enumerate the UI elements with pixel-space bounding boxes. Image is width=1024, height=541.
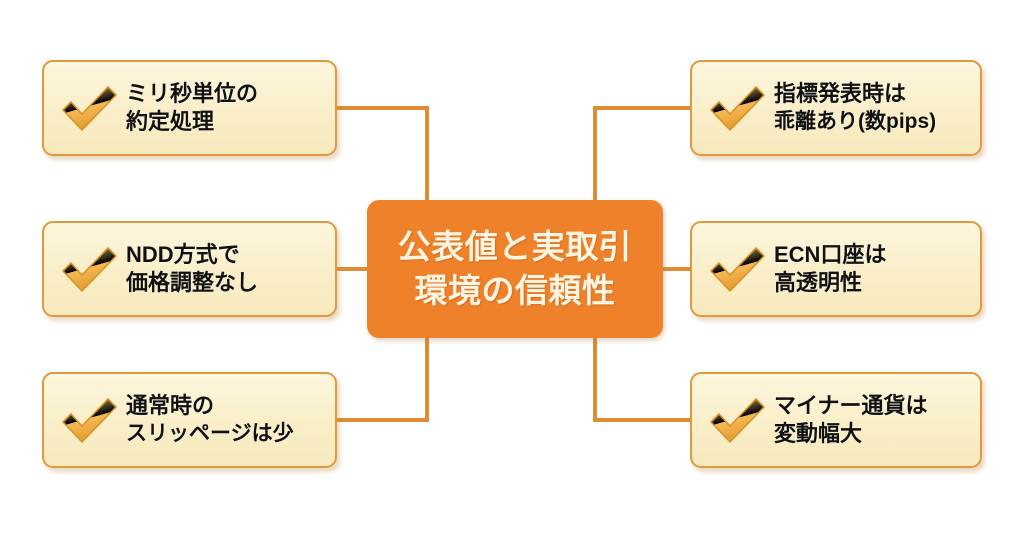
connector-bottom-right [593, 336, 690, 422]
branch-line-1: 通常時の [126, 393, 215, 419]
branch-line-2: 約定処理 [126, 109, 215, 134]
connector-top-left [337, 106, 429, 202]
center-node-line-2: 環境の信頼性 [414, 272, 616, 309]
connector-top-right [593, 106, 690, 202]
branch-normal-slippage-low[interactable]: 通常時の スリッページは少 [42, 372, 337, 468]
branch-text: ECN口座は 高透明性 [774, 241, 980, 297]
check-icon [62, 398, 117, 443]
check-icon [62, 247, 117, 292]
branch-indicator-release-deviation[interactable]: 指標発表時は 乖離あり(数pips) [690, 60, 982, 156]
check-icon [710, 398, 765, 443]
branch-line-2: スリッページは少 [126, 421, 294, 445]
branch-line-1: ECN口座は [774, 241, 887, 267]
branch-minor-currency-volatility[interactable]: マイナー通貨は 変動幅大 [690, 372, 982, 468]
branch-text: 指標発表時は 乖離あり(数pips) [774, 80, 980, 135]
branch-line-1: NDD方式で [126, 241, 240, 267]
branch-line-2: 価格調整なし [126, 270, 259, 295]
branch-text: ミリ秒単位の 約定処理 [126, 80, 335, 136]
connector-bottom-left [337, 336, 429, 422]
center-node-line-1: 公表値と実取引 [397, 228, 633, 266]
branch-line-1: ミリ秒単位の [126, 80, 259, 106]
branch-line-2: 乖離あり(数pips) [774, 109, 937, 133]
check-icon [710, 247, 765, 292]
branch-line-1: マイナー通貨は [774, 392, 928, 418]
branch-text: 通常時の スリッページは少 [126, 392, 335, 447]
check-icon [710, 86, 765, 131]
branch-text: NDD方式で 価格調整なし [126, 241, 335, 297]
branch-ms-execution[interactable]: ミリ秒単位の 約定処理 [42, 60, 337, 156]
branch-text: マイナー通貨は 変動幅大 [774, 392, 980, 448]
branch-ecn-transparency[interactable]: ECN口座は 高透明性 [690, 221, 982, 317]
check-icon [62, 86, 117, 131]
branch-line-2: 高透明性 [774, 270, 863, 295]
branch-line-2: 変動幅大 [774, 421, 863, 446]
branch-line-1: 指標発表時は [774, 81, 907, 107]
center-node: 公表値と実取引 環境の信頼性 [367, 200, 663, 338]
branch-ndd-no-price-adjustment[interactable]: NDD方式で 価格調整なし [42, 221, 337, 317]
